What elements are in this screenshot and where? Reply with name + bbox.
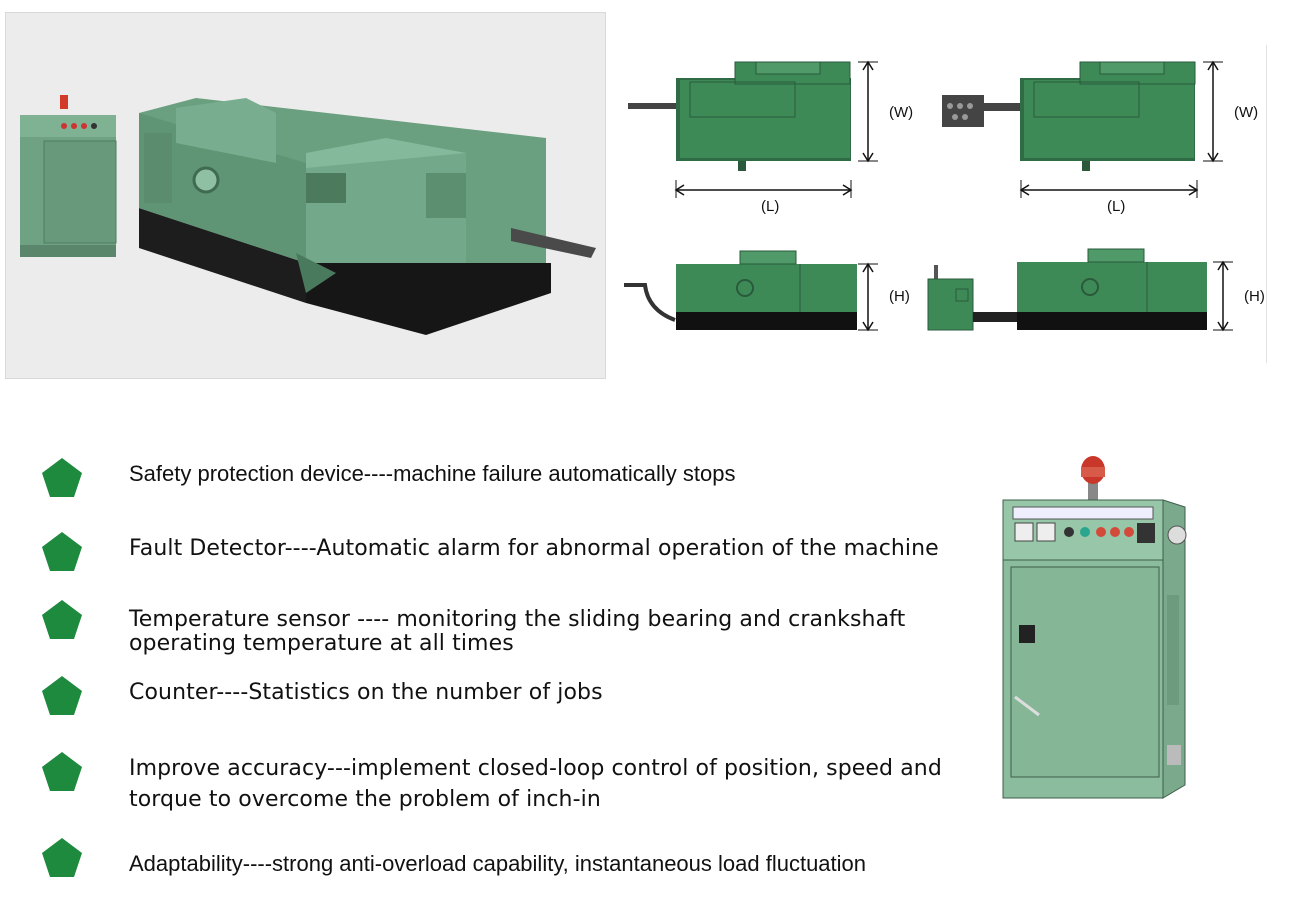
plan-view-left	[628, 60, 878, 198]
control-cabinet-illustration	[20, 95, 117, 257]
feature-text-line1: Improve accuracy---implement closed-loop…	[129, 756, 942, 781]
feature-item-safety: Safety protection device----machine fail…	[40, 456, 989, 500]
feature-item-temperature-sensor: Temperature sensor ---- monitoring the s…	[40, 598, 989, 656]
length-label-left: (L)	[761, 198, 780, 215]
pentagon-bullet-icon	[42, 600, 82, 639]
pentagon-bullet-icon	[42, 458, 82, 497]
feature-text: Counter----Statistics on the number of j…	[129, 680, 603, 705]
pentagon-bullet-icon	[42, 676, 82, 715]
divider-line	[1266, 45, 1267, 363]
feature-text-line1: Temperature sensor ---- monitoring the s…	[129, 607, 906, 632]
feature-item-adaptability: Adaptability----strong anti-overload cap…	[40, 836, 989, 880]
pentagon-bullet-icon	[42, 752, 82, 791]
pentagon-bullet-icon	[42, 838, 82, 877]
feature-text: Improve accuracy---implement closed-loop…	[129, 753, 989, 815]
feature-text-line2: torque to overcome the problem of inch-i…	[129, 787, 601, 812]
side-view-right	[927, 248, 1233, 332]
feature-text: Adaptability----strong anti-overload cap…	[129, 851, 867, 876]
machine-photo	[5, 12, 606, 379]
feature-item-accuracy: Improve accuracy---implement closed-loop…	[40, 750, 989, 815]
width-label-left: (W)	[889, 104, 914, 121]
pentagon-bullet-icon	[42, 532, 82, 571]
width-label-right: (W)	[1234, 104, 1259, 121]
feature-text: Temperature sensor ---- monitoring the s…	[129, 608, 989, 656]
plan-view-right	[942, 60, 1223, 198]
height-label-left: (H)	[889, 288, 910, 305]
feature-text: Safety protection device----machine fail…	[129, 461, 736, 486]
length-label-right: (L)	[1107, 198, 1126, 215]
feature-text: Fault Detector----Automatic alarm for ab…	[129, 536, 939, 561]
control-cabinet-illustration	[995, 455, 1195, 805]
height-label-right: (H)	[1244, 288, 1265, 305]
dimension-drawings: (W) (W) (L) (L) (H) (H)	[620, 40, 1270, 363]
feature-item-counter: Counter----Statistics on the number of j…	[40, 674, 989, 718]
feature-item-fault-detector: Fault Detector----Automatic alarm for ab…	[40, 530, 989, 574]
feature-text-line2: operating temperature at all times	[129, 631, 514, 656]
side-view-left	[624, 250, 878, 332]
